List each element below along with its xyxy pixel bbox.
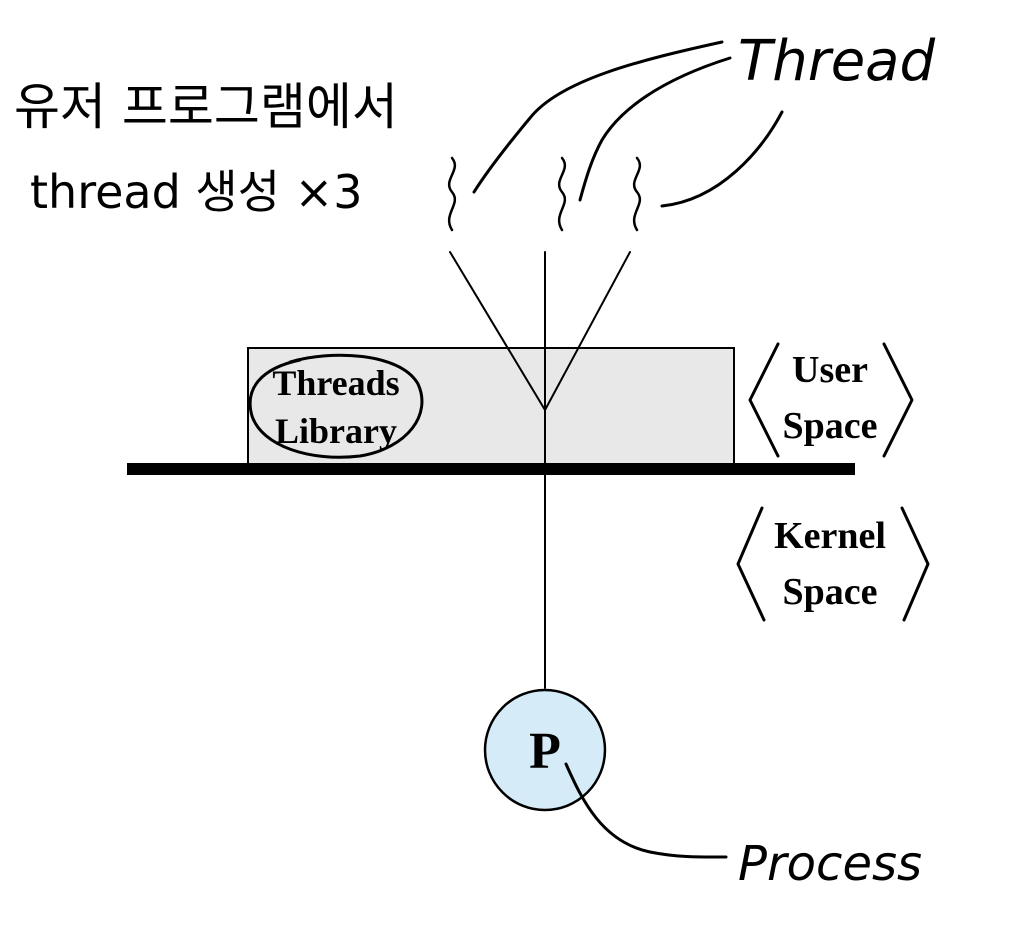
thread-pointer-3 xyxy=(660,110,784,208)
kernel-space-label-line-1: Kernel xyxy=(774,515,886,557)
thread-squiggle-2 xyxy=(557,156,567,232)
library-label-line-2: Library xyxy=(275,411,397,451)
thread-pointer-1 xyxy=(472,40,724,194)
user-space-bracket-right xyxy=(882,342,914,458)
annotation-line-1: 유저 프로그램에서 xyxy=(14,78,398,136)
library-circle-mark xyxy=(248,353,424,459)
annotation-line-2: thread 생성 ×3 xyxy=(30,165,362,219)
user-space-bracket-left xyxy=(748,342,780,458)
thread-pointer-2 xyxy=(578,56,732,202)
process-node-label: P xyxy=(529,723,561,780)
user-space-library-box xyxy=(247,347,735,467)
kernel-space-label-line-2: Space xyxy=(783,571,878,613)
thread-line-3 xyxy=(544,251,631,411)
kernel-space-bracket-left xyxy=(736,506,766,622)
library-label-line-1: Threads xyxy=(272,363,399,403)
thread-squiggle-1 xyxy=(447,156,457,232)
thread-label: Thread xyxy=(738,29,935,94)
kernel-space-bracket-right xyxy=(900,506,930,622)
thread-squiggle-3 xyxy=(632,156,642,232)
process-label: Process xyxy=(738,836,922,892)
user-space-label-line-1: User xyxy=(792,349,868,391)
process-pointer xyxy=(564,762,728,859)
user-space-label-line-2: Space xyxy=(783,405,878,447)
thread-line-1 xyxy=(449,251,546,411)
